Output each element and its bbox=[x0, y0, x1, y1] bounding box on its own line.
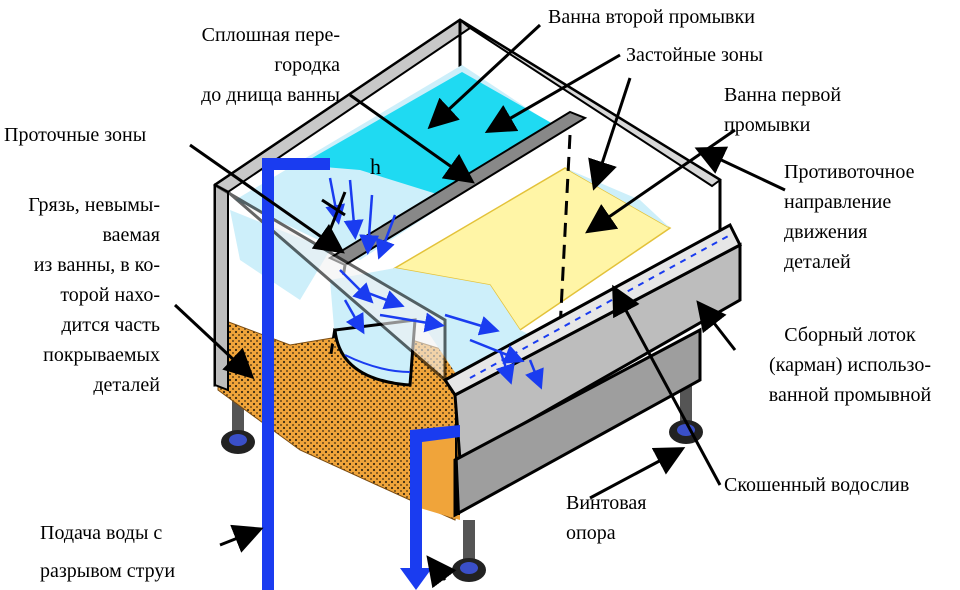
label-screw-support: Винтовая опора bbox=[566, 488, 646, 548]
label-flow-zones: Проточные зоны bbox=[4, 124, 147, 146]
label-collector-tray: Сборный лоток (карман) использо- ванной … bbox=[745, 320, 955, 410]
label-line: из ванны, в ко- bbox=[33, 254, 160, 276]
label-line: городка bbox=[274, 54, 340, 76]
label-dirt: Грязь, невымы- ваемая из ванны, в ко- то… bbox=[0, 190, 160, 400]
label-first-rinse-bath: Ванна первой промывки bbox=[724, 80, 841, 140]
tank-front-panel bbox=[453, 327, 702, 518]
label-line: деталей bbox=[93, 374, 160, 396]
label-line: движения bbox=[784, 221, 868, 243]
label-water-supply: Подача воды с разрывом струи bbox=[40, 518, 175, 586]
label-line: Грязь, невымы- bbox=[28, 194, 160, 216]
label-line: дится часть bbox=[61, 314, 160, 336]
label-line: покрываемых bbox=[43, 344, 160, 366]
flow-arrows bbox=[325, 177, 544, 390]
stagnant-divider bbox=[558, 134, 572, 331]
label-line: разрывом струи bbox=[40, 560, 176, 582]
second-rinse-water bbox=[230, 65, 560, 300]
label-solid-partition: Сплошная пере- городка до днища ванны bbox=[150, 20, 340, 110]
label-i-mark: i bbox=[462, 168, 467, 185]
label-line: Сборный лоток bbox=[784, 324, 916, 346]
label-line: торой нахо- bbox=[60, 284, 160, 306]
label-beveled-weir: Скошенный водослив bbox=[724, 474, 910, 496]
label-line: Сплошная пере- bbox=[201, 24, 340, 46]
label-h-mark: h bbox=[370, 154, 381, 179]
leader-lines bbox=[173, 23, 786, 589]
label-stagnant-zones: Застойные зоны bbox=[626, 44, 763, 66]
label-line: Ванна первой bbox=[724, 84, 842, 106]
label-line: до днища ванны bbox=[201, 84, 340, 106]
label-line: Винтовая bbox=[566, 492, 647, 514]
screw-supports bbox=[221, 380, 703, 582]
label-line: ваемая bbox=[102, 224, 160, 246]
label-line: Противоточное bbox=[784, 161, 915, 183]
label-line: Подача воды с bbox=[40, 522, 163, 544]
label-line: промывки bbox=[724, 114, 811, 136]
water-supply-pipes bbox=[262, 158, 460, 590]
label-line: (карман) использо- bbox=[769, 354, 931, 376]
label-line: опора bbox=[566, 522, 616, 544]
label-second-rinse-bath: Ванна второй промывки bbox=[548, 6, 755, 28]
label-line: ванной промывной bbox=[768, 384, 932, 406]
label-countercurrent: Противоточное направление движения детал… bbox=[784, 157, 915, 277]
tank-left-wall bbox=[214, 183, 447, 392]
label-line: деталей bbox=[784, 251, 851, 273]
label-line: направление bbox=[784, 191, 892, 213]
